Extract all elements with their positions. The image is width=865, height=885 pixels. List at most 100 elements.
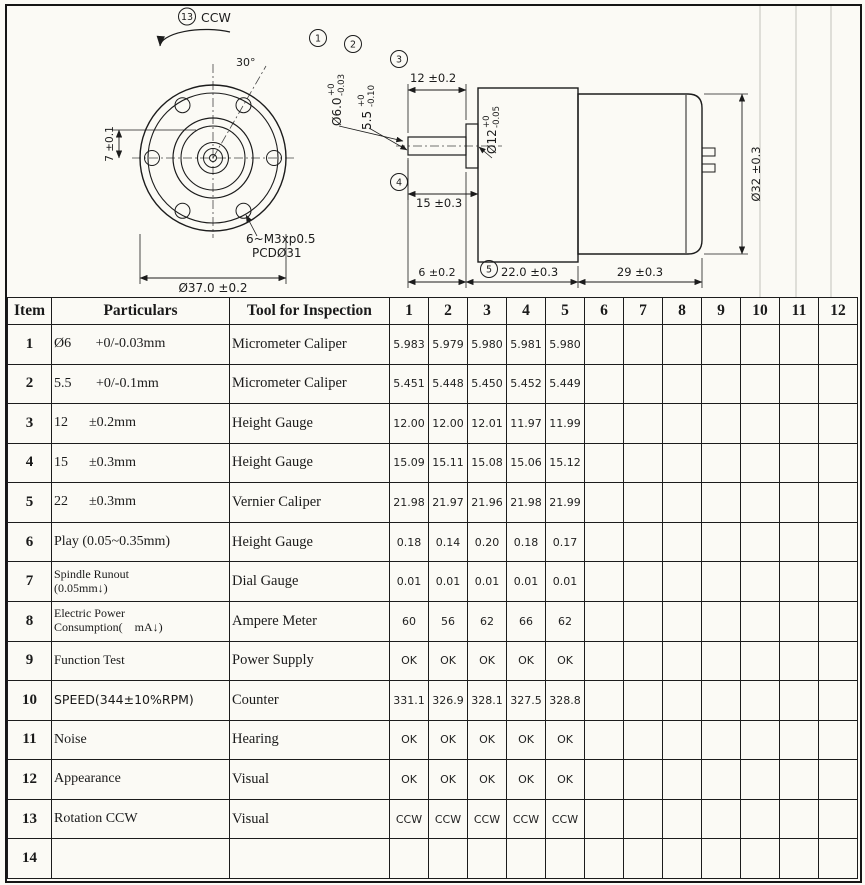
measurement-cell xyxy=(623,324,663,365)
measurement-cell xyxy=(662,759,702,800)
tool-cell: Ampere Meter xyxy=(229,600,390,642)
measurement-cell xyxy=(779,442,819,484)
measurement-cell xyxy=(467,838,507,879)
measurement-cell xyxy=(740,521,780,563)
measurement-cell xyxy=(662,798,702,840)
svg-text:-0.05: -0.05 xyxy=(492,106,502,128)
particulars-cell: 15 ±0.3mm xyxy=(51,442,230,484)
particulars-cell: Function Test xyxy=(51,640,230,682)
shaft-dia-label: Ø6.0 +0 -0.03 xyxy=(327,74,347,126)
measurement-cell xyxy=(662,680,702,721)
dim-15-label: 15 ±0.3 xyxy=(416,196,462,210)
measurement-cell xyxy=(623,521,663,563)
measurement-cell xyxy=(818,482,858,523)
measurement-cell: 5.449 xyxy=(545,363,585,405)
measurement-cell: 21.96 xyxy=(467,482,507,523)
column-header-6: 6 xyxy=(584,297,624,325)
measurement-cell xyxy=(623,363,663,405)
balloon-5-number: 5 xyxy=(486,265,492,276)
svg-text:-0.10: -0.10 xyxy=(367,85,377,107)
svg-text:Ø32 ±0.3: Ø32 ±0.3 xyxy=(749,146,763,201)
measurement-cell: 0.18 xyxy=(389,521,429,563)
measurement-cell xyxy=(740,640,780,682)
dim-29-label: 29 ±0.3 xyxy=(617,265,663,279)
item-number-cell: 2 xyxy=(7,363,52,405)
scan-grid-lines xyxy=(759,6,832,297)
item-number-cell: 5 xyxy=(7,482,52,523)
measurement-cell: OK xyxy=(506,759,546,800)
measurement-cell: 60 xyxy=(389,600,429,642)
measurement-cell xyxy=(818,838,858,879)
column-header-4: 4 xyxy=(506,297,546,325)
column-header-9: 9 xyxy=(701,297,741,325)
measurement-cell xyxy=(779,324,819,365)
measurement-cell: 11.99 xyxy=(545,403,585,444)
measurement-cell xyxy=(779,680,819,721)
item-number-cell: 14 xyxy=(7,838,52,879)
item-number-cell: 3 xyxy=(7,403,52,444)
column-header-item: Item xyxy=(7,297,52,325)
measurement-cell xyxy=(779,403,819,444)
svg-text:Ø12: Ø12 xyxy=(485,129,499,154)
measurement-cell: OK xyxy=(428,719,468,761)
measurement-cell: 15.11 xyxy=(428,442,468,484)
measurement-cell xyxy=(701,482,741,523)
measurement-cell xyxy=(662,442,702,484)
measurement-cell: 5.980 xyxy=(467,324,507,365)
measurement-cell: 5.450 xyxy=(467,363,507,405)
item-number-cell: 4 xyxy=(7,442,52,484)
column-header-particulars: Particulars xyxy=(51,297,230,325)
dim-22-label: 22.0 ±0.3 xyxy=(501,265,558,279)
measurement-cell xyxy=(818,798,858,840)
measurement-cell: 328.8 xyxy=(545,680,585,721)
measurement-cell xyxy=(818,442,858,484)
measurement-cell xyxy=(818,324,858,365)
tool-cell xyxy=(229,838,390,879)
dim-6-label: 6 ±0.2 xyxy=(418,266,455,279)
measurement-cell xyxy=(584,482,624,523)
measurement-cell: 12.00 xyxy=(389,403,429,444)
tool-cell: Height Gauge xyxy=(229,521,390,563)
measurement-cell xyxy=(662,482,702,523)
particulars-cell: Spindle Runout (0.05mm↓) xyxy=(51,561,230,602)
tool-cell: Height Gauge xyxy=(229,442,390,484)
measurement-cell: 5.980 xyxy=(545,324,585,365)
measurement-cell xyxy=(818,719,858,761)
measurement-cell: 328.1 xyxy=(467,680,507,721)
side-view xyxy=(309,29,748,288)
measurement-cell xyxy=(701,719,741,761)
column-header-tool-for-inspection: Tool for Inspection xyxy=(229,297,390,325)
measurement-cell: CCW xyxy=(545,798,585,840)
measurement-cell: 12.00 xyxy=(428,403,468,444)
screw-spec-label: 6~M3xp0.5 xyxy=(246,232,315,246)
measurement-cell xyxy=(779,640,819,682)
measurement-cell: OK xyxy=(389,640,429,682)
measurement-cell: 0.01 xyxy=(467,561,507,602)
measurement-cell xyxy=(779,838,819,879)
measurement-cell xyxy=(584,442,624,484)
column-header-11: 11 xyxy=(779,297,819,325)
measurement-cell: OK xyxy=(467,640,507,682)
measurement-cell xyxy=(584,600,624,642)
item-number-cell: 11 xyxy=(7,719,52,761)
measurement-cell: 5.451 xyxy=(389,363,429,405)
measurement-cell xyxy=(662,521,702,563)
measurement-cell: 5.981 xyxy=(506,324,546,365)
measurement-cell xyxy=(779,363,819,405)
particulars-cell: Noise xyxy=(51,719,230,761)
measurement-cell: OK xyxy=(506,719,546,761)
measurement-cell: 66 xyxy=(506,600,546,642)
particulars-cell: 12 ±0.2mm xyxy=(51,403,230,444)
tool-cell: Dial Gauge xyxy=(229,561,390,602)
tool-cell: Hearing xyxy=(229,719,390,761)
measurement-cell xyxy=(818,363,858,405)
measurement-cell xyxy=(740,759,780,800)
measurement-cell xyxy=(701,561,741,602)
measurement-cell xyxy=(818,759,858,800)
measurement-cell xyxy=(779,482,819,523)
